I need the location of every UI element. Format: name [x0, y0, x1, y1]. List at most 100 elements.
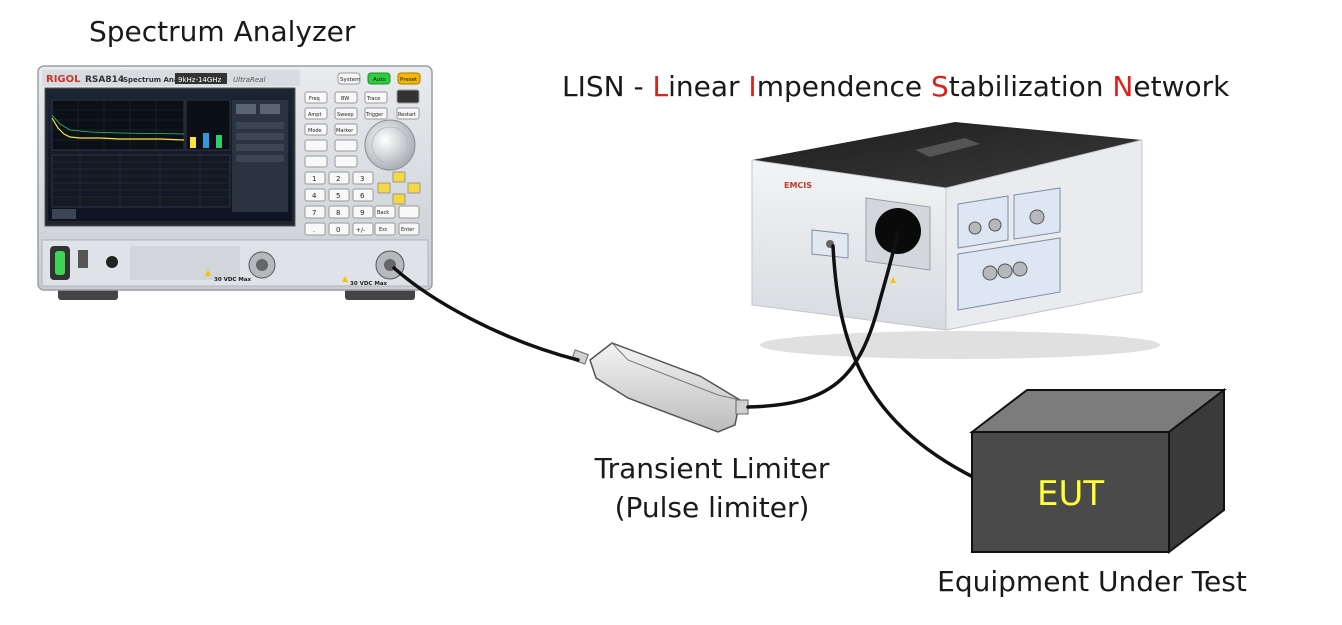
lisn-warning-icon	[890, 277, 896, 283]
lisn-label-prefix: LISN -	[562, 70, 653, 103]
screen-menu-row-3	[236, 144, 284, 151]
analyzer-range-badge	[175, 73, 227, 84]
key-0: 0	[336, 226, 340, 234]
spectrum-trace-2	[51, 114, 185, 135]
key-6: 6	[360, 192, 365, 200]
lisn-label: LISN - Linear Impendence Stabilization N…	[562, 73, 1229, 101]
eut-box	[969, 387, 1227, 555]
btn-trace: Trace	[366, 96, 380, 102]
usb-port	[78, 250, 88, 268]
key-2: 2	[336, 175, 340, 183]
analyzer-keypad	[304, 171, 420, 236]
btn-auto: Auto	[373, 77, 386, 83]
analyzer-model: RSA814	[85, 75, 124, 85]
btn-ampt: Ampt	[308, 112, 321, 118]
btn-mode: Mode	[308, 128, 322, 134]
key-9: 9	[360, 209, 364, 217]
pulse-limiter-label: (Pulse limiter)	[614, 491, 810, 524]
bar-yellow	[190, 137, 196, 148]
transient-limiter-label: Transient Limiter	[594, 452, 830, 485]
lisn-letter-l: L	[652, 70, 669, 103]
transient-limiter	[571, 342, 749, 433]
lisn-brand: EMCIS	[784, 181, 812, 190]
key-esc: Esc	[379, 227, 388, 233]
analyzer-sub: UltraReal	[233, 76, 265, 84]
key-1: 1	[312, 175, 316, 183]
power-button-led	[55, 251, 65, 275]
lisn-device: EMCIS	[751, 122, 1160, 359]
limiter-body	[589, 342, 741, 433]
cable-analyzer-to-limiter	[392, 266, 580, 362]
lisn-handle	[915, 138, 980, 157]
analyzer-top-buttons	[337, 72, 421, 85]
warning-icon-1	[205, 270, 211, 276]
btn-sweep: Sweep	[337, 112, 354, 118]
bar-green	[216, 135, 222, 148]
analyzer-range: 9kHz-14GHz	[178, 76, 222, 84]
key-5: 5	[336, 192, 340, 200]
equipment-under-test-label: Equipment Under Test	[937, 565, 1247, 598]
lisn-word-inear: inear	[668, 70, 749, 103]
lisn-letter-s: S	[930, 70, 949, 103]
phone-jack	[106, 256, 118, 268]
screen-table	[51, 154, 231, 208]
key-4: 4	[312, 192, 317, 200]
spectrum-plot	[51, 99, 185, 151]
screen-menu-row-2	[236, 133, 284, 140]
lisn-word-tabilization: tabilization	[948, 70, 1113, 103]
btn-restart: Restart	[398, 112, 416, 118]
spectrum-trace	[51, 117, 185, 141]
screen-menu-btn-2	[260, 104, 280, 114]
lisn-knob-2	[997, 263, 1013, 279]
key-enter: Enter	[401, 227, 415, 233]
btn-freq: Freq	[309, 96, 320, 102]
bar-blue	[203, 133, 209, 148]
btn-marker: Marker	[336, 128, 354, 134]
analyzer-brand: RIGOL	[46, 74, 81, 85]
analyzer-knob-ring	[371, 126, 409, 164]
analyzer-function-buttons	[304, 89, 420, 168]
key-3: 3	[360, 175, 364, 183]
lisn-connector-3	[1029, 209, 1045, 225]
warning-text-2: 30 VDC Max	[350, 281, 388, 287]
spectrum-grid	[52, 100, 184, 150]
key-8: 8	[336, 209, 340, 217]
analyzer-header-strip	[42, 70, 300, 86]
limiter-connector-left	[571, 349, 589, 365]
screen-menu-row-1	[236, 122, 284, 129]
cables	[392, 230, 977, 480]
lisn-top	[752, 122, 1142, 188]
cable-lisn-to-eut	[831, 244, 977, 480]
warning-icon-2	[342, 276, 348, 282]
lisn-connector-1	[968, 221, 982, 235]
eut-front	[971, 431, 1170, 553]
btn-bw: BW	[341, 96, 349, 102]
key-plusminus: +/-	[356, 227, 365, 234]
limiter-connector-right	[735, 399, 749, 415]
lisn-word-etwork: etwork	[1133, 70, 1230, 103]
lisn-letter-i: I	[748, 70, 757, 103]
key-dot: .	[313, 226, 315, 234]
lisn-connector-2	[988, 218, 1002, 232]
analyzer-arrow-pad	[377, 171, 421, 205]
key-7: 7	[312, 209, 316, 217]
vent-grille	[130, 246, 240, 280]
warning-text-1: 30 VDC Max	[214, 277, 252, 283]
lisn-knob-3	[1012, 261, 1028, 277]
limiter-edge	[611, 342, 741, 401]
screen-table-lines	[52, 155, 230, 207]
key-back: Back	[377, 210, 389, 216]
screen-bottom-btn	[52, 209, 76, 219]
lisn-knob-1	[982, 265, 998, 281]
screen-menu-btn-1	[236, 104, 256, 114]
lisn-word-mpendence: mpendence	[756, 70, 931, 103]
lisn-panel-analyzer	[957, 195, 1009, 249]
btn-preset: Preset	[400, 77, 418, 83]
btn-system: System	[340, 77, 361, 83]
btn-trigger: Trigger	[365, 112, 384, 118]
lisn-shadow	[760, 331, 1160, 359]
lisn-letter-n: N	[1112, 70, 1134, 103]
screen-menu-row-4	[236, 155, 284, 162]
